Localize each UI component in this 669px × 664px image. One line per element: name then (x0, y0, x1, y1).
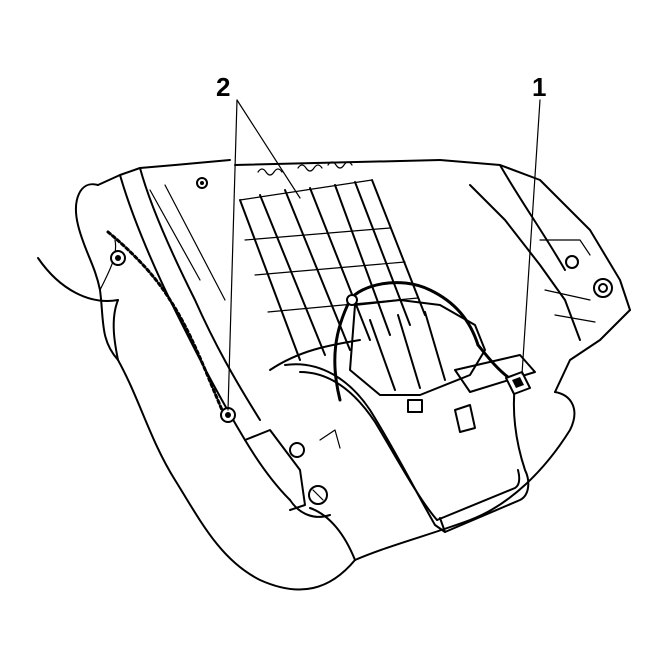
front-frame (244, 404, 476, 518)
cushion-foam (37, 183, 576, 591)
left-frame-rail (97, 159, 291, 501)
leader-lines (227, 99, 541, 411)
leader-line-1 (521, 99, 541, 375)
adjuster-bail (284, 363, 530, 533)
rear-bracket (269, 299, 536, 413)
connector-1 (505, 371, 531, 395)
callout-label-2: 2 (216, 72, 231, 102)
module-box (454, 354, 536, 393)
left-wire-harness (106, 230, 236, 423)
leader-line-2a (227, 99, 238, 411)
callout-label-1: 1 (532, 72, 547, 102)
right-frame-rail (439, 159, 631, 393)
center-wire-harness (333, 281, 514, 402)
leader-line-2b (236, 99, 301, 199)
